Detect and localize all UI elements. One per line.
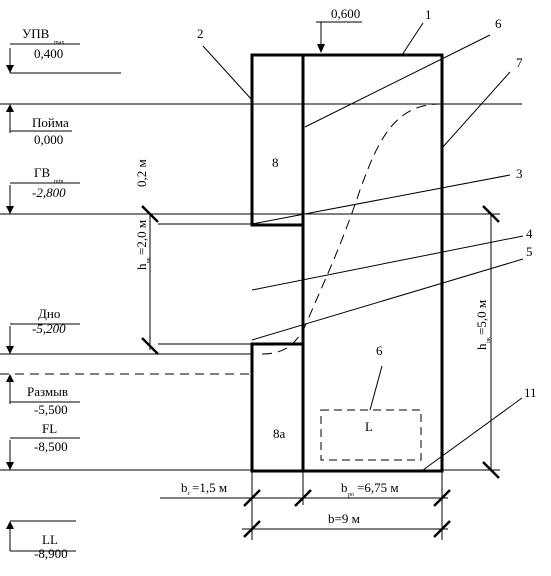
box-l-label: L	[365, 419, 373, 434]
dim-h-vk: 0,2 м h вк =2,0 м	[134, 159, 159, 355]
callout-2: 2	[197, 26, 204, 41]
level-gv-label: ГВ	[34, 165, 51, 180]
level-dno-value: -5,200	[32, 321, 66, 336]
level-fl: FL -8,500	[0, 421, 500, 471]
dim-b-ro-sub: ро	[348, 492, 354, 498]
top-mark: 0,600	[316, 6, 362, 53]
level-razmyv: Размыв -5,500	[0, 373, 252, 417]
dashed-box-l	[320, 409, 422, 461]
callout-4: 4	[526, 226, 533, 241]
dim-bottom: b г =1,5 м b ро =6,75 м b=9 м	[160, 472, 451, 540]
zone-8-label: 8	[272, 155, 279, 170]
dashed-curve	[261, 103, 441, 355]
dim-b-g-sub: г	[188, 491, 191, 497]
level-poima-label: Пойма	[32, 115, 69, 130]
level-razmyv-label: Размыв	[27, 384, 68, 399]
dim-h-rk-base: h	[474, 343, 489, 350]
level-dno: Дно -5,200	[0, 306, 252, 355]
callout-numbers: 1 6 7 2 3 4 5 6 11	[197, 7, 537, 400]
level-fl-value: -8,500	[34, 439, 68, 454]
level-upv: УПВ max 0,400	[6, 26, 121, 74]
level-gv-sub: min	[54, 179, 63, 185]
dim-h-vk-rest: =2,0 м	[134, 220, 149, 255]
dim-gap-label: 0,2 м	[134, 159, 149, 187]
dim-b-ro-base: b	[341, 480, 348, 495]
level-upv-value: 0,400	[34, 46, 63, 61]
callout-11: 11	[524, 385, 537, 400]
leaders	[202, 22, 524, 471]
callout-7: 7	[516, 55, 523, 70]
top-mark-value: 0,600	[331, 6, 360, 21]
structure	[158, 53, 444, 473]
level-ll-value: -8,900	[34, 546, 68, 561]
zone-8a-label: 8а	[273, 426, 286, 441]
level-upv-label: УПВ	[22, 26, 50, 41]
dim-b-g-base: b	[181, 480, 188, 495]
dim-h-rk-rest: =5,0 м	[474, 300, 489, 335]
dim-h-rk-sub: рк	[486, 337, 492, 343]
level-gv-value: -2,800	[32, 185, 66, 200]
dim-b-ro-rest: =6,75 м	[357, 480, 399, 495]
callout-3: 3	[516, 166, 523, 181]
level-razmyv-value: -5,500	[34, 402, 68, 417]
dim-b-total: b=9 м	[328, 511, 360, 526]
level-fl-label: FL	[42, 421, 57, 436]
callout-6-top: 6	[495, 16, 502, 31]
callout-6-bottom: 6	[376, 343, 383, 358]
callout-1: 1	[425, 7, 432, 22]
dim-h-rk: h рк =5,0 м	[474, 205, 500, 479]
level-ll: LL -8,900	[6, 520, 76, 561]
level-gv: ГВ min -2,800	[0, 165, 500, 215]
dim-h-vk-sub: вк	[146, 257, 152, 263]
level-dno-label: Дно	[38, 306, 60, 321]
level-ll-label: LL	[42, 532, 58, 547]
level-poima: Пойма 0,000	[0, 103, 522, 147]
dim-b-g-rest: =1,5 м	[192, 480, 227, 495]
callout-5: 5	[526, 244, 533, 259]
level-poima-value: 0,000	[34, 132, 63, 147]
dim-h-vk-base: h	[134, 263, 149, 270]
level-upv-sub: max	[54, 40, 64, 46]
